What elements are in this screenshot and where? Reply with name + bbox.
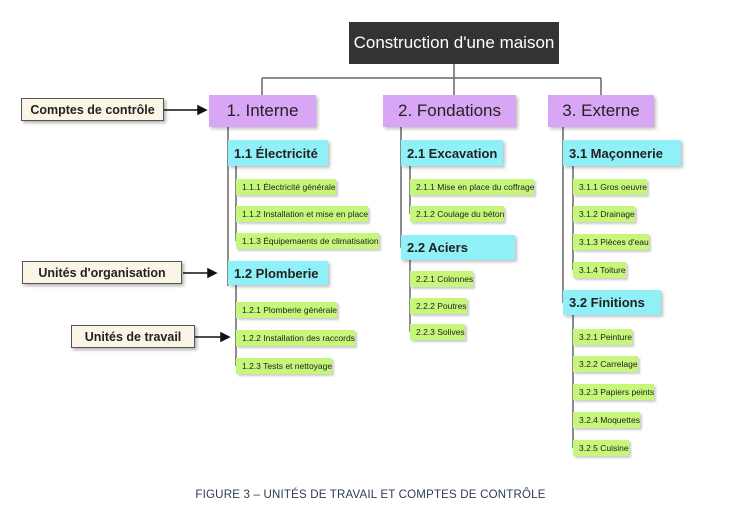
label-unites-de-travail: Unités de travail xyxy=(71,325,195,348)
branch-externe: 3. Externe xyxy=(548,95,654,127)
group-maconnerie: 3.1 Maçonnerie xyxy=(563,140,681,166)
label-unites-organisation: Unités d'organisation xyxy=(22,261,182,284)
item-3-1-2: 3.1.2 Drainage xyxy=(573,206,635,222)
item-2-2-3: 2.2.3 Solives xyxy=(410,324,465,340)
item-1-2-1: 1.2.1 Plomberie générale xyxy=(236,302,337,318)
item-3-2-1: 3.2.1 Peinture xyxy=(573,329,632,345)
item-1-2-2: 1.2.2 Installation des raccords xyxy=(236,330,355,346)
group-electricite: 1.1 Électricité xyxy=(228,140,328,166)
figure-caption: FIGURE 3 – UNITÉS DE TRAVAIL ET COMPTES … xyxy=(195,489,546,501)
item-3-2-5: 3.2.5 Cuisine xyxy=(573,440,629,456)
root-node: Construction d'une maison xyxy=(349,22,559,64)
item-1-1-3: 1.1.3 Équipemaents de climatisation xyxy=(236,233,379,249)
item-3-1-4: 3.1.4 Toiture xyxy=(573,262,626,278)
group-aciers: 2.2 Aciers xyxy=(401,235,515,260)
item-3-2-4: 3.2.4 Moquettes xyxy=(573,412,640,428)
item-3-1-1: 3.1.1 Gros oeuvre xyxy=(573,179,648,195)
group-finitions: 3.2 Finitions xyxy=(563,290,661,315)
branch-fondations: 2. Fondations xyxy=(383,95,516,127)
item-1-1-1: 1.1.1 Électricité générale xyxy=(236,179,336,195)
branch-interne: 1. Interne xyxy=(209,95,316,127)
item-1-2-3: 1.2.3 Tests et nettoyage xyxy=(236,358,333,374)
label-comptes-de-controle: Comptes de contrôle xyxy=(21,98,164,121)
item-2-2-2: 2.2.2 Poutres xyxy=(410,298,467,314)
item-3-2-3: 3.2.3 Papiers peints xyxy=(573,384,655,400)
item-2-1-1: 2.1.1 Mise en place du coffrage xyxy=(410,179,535,195)
item-2-2-1: 2.2.1 Colonnes xyxy=(410,271,474,287)
item-3-2-2: 3.2.2 Carrelage xyxy=(573,356,638,372)
group-plomberie: 1.2 Plomberie xyxy=(228,261,328,285)
item-3-1-3: 3.1.3 Pièces d'eau xyxy=(573,234,649,250)
item-2-1-2: 2.1.2 Coulage du béton xyxy=(410,206,505,222)
group-excavation: 2.1 Excavation xyxy=(401,140,503,166)
item-1-1-2: 1.1.2 Installation et mise en place xyxy=(236,206,369,222)
